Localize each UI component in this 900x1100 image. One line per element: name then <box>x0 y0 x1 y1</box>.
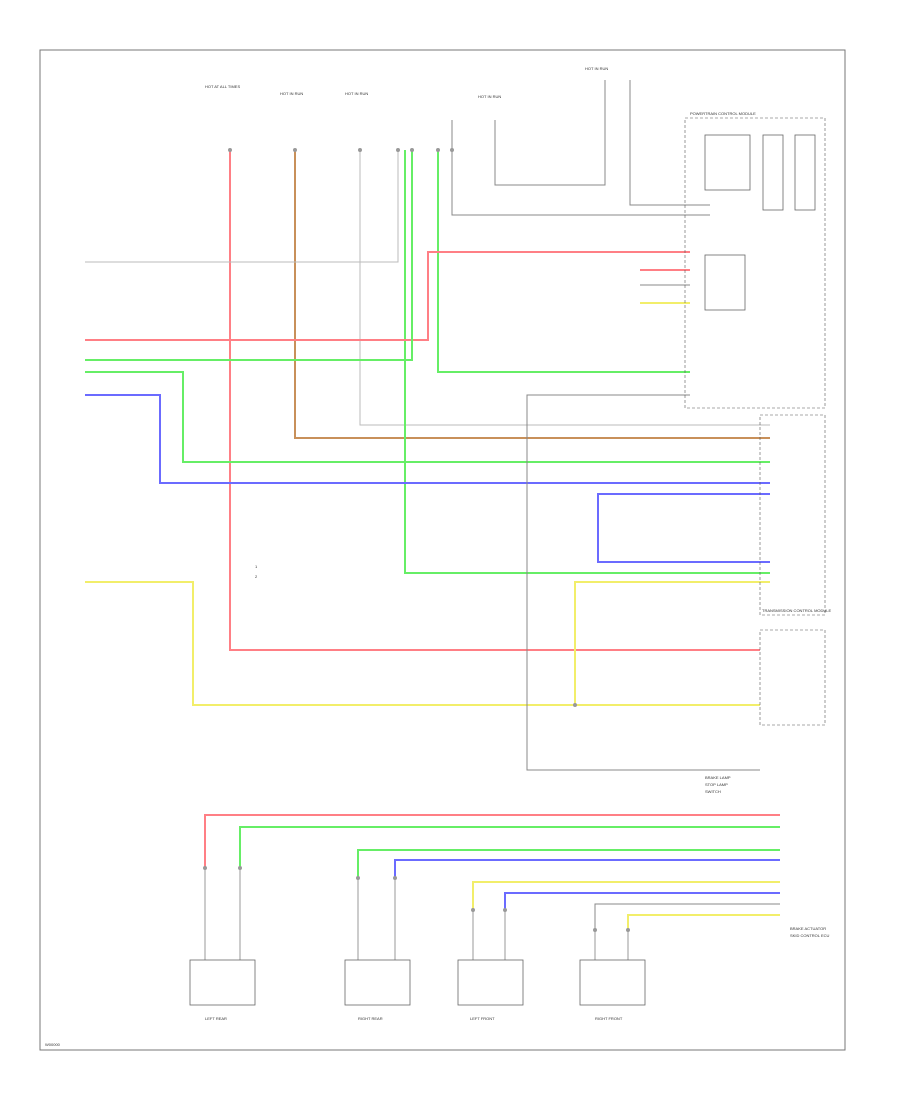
wire-yellow-left <box>85 581 760 706</box>
wire-green-left-a <box>85 150 413 361</box>
connector-dots <box>203 148 630 932</box>
wire-gray-lower <box>594 903 780 930</box>
wire-blue-left <box>85 394 770 484</box>
legend-line-1: 1 <box>255 564 258 569</box>
lower-connector-label-2: STOP LAMP <box>705 782 728 787</box>
feed-label-2: HOT IN RUN <box>280 91 303 96</box>
feed-label-1: HOT AT ALL TIMES <box>205 84 240 89</box>
feed-label-4: HOT IN RUN <box>478 94 501 99</box>
lower-connector-label-3: SWITCH <box>705 789 721 794</box>
legend-line-2: 2 <box>255 574 258 579</box>
sensor-left-rear <box>189 959 256 1006</box>
module-box-upper <box>684 117 826 409</box>
sensor-label-rr: RIGHT REAR <box>358 1016 383 1021</box>
wire-red-vertical <box>229 150 760 651</box>
wire-gray-top <box>494 80 606 186</box>
wire-gray-top2 <box>629 80 710 206</box>
wire-yellow-lower-a <box>472 881 780 910</box>
wire-white-left <box>85 150 399 263</box>
sensor-label-lr: LEFT REAR <box>205 1016 227 1021</box>
page-id: W00000 <box>45 1042 61 1047</box>
module-inner-3 <box>794 134 816 211</box>
sensor-right-rear <box>344 959 411 1006</box>
module-inner-4 <box>704 254 746 311</box>
side-label-brake-actuator: BRAKE ACTUATOR <box>790 926 826 931</box>
sensor-label-lf: LEFT FRONT <box>470 1016 495 1021</box>
wire-green-left-b <box>85 371 770 463</box>
sensor-right-front <box>579 959 646 1006</box>
wire-red-left <box>85 251 690 341</box>
wire-gray-vertical <box>451 120 710 216</box>
wire-red-lower <box>204 814 780 868</box>
wire-brown-vertical <box>294 150 770 439</box>
wire-yellow-right <box>574 581 770 705</box>
feed-label-5: HOT IN RUN <box>585 66 608 71</box>
wire-blue-lower-b <box>504 892 780 910</box>
wire-green-lower-a <box>239 826 780 868</box>
side-label-skid-ecu: SKID CONTROL ECU <box>790 933 830 938</box>
sensor-label-rf: RIGHT FRONT <box>595 1016 623 1021</box>
wire-blue-lower-a <box>394 859 780 878</box>
lower-connector-label-1: BRAKE LAMP <box>705 775 731 780</box>
feed-label-3: HOT IN RUN <box>345 91 368 96</box>
wire-white-vertical <box>359 150 770 426</box>
wire-green-vertical-b <box>437 150 690 373</box>
module-inner-2 <box>762 134 784 211</box>
diagram-frame <box>39 49 846 1051</box>
module-box-mid <box>759 414 826 616</box>
sensor-left-front <box>457 959 524 1006</box>
wire-green-lower-b <box>357 849 780 878</box>
wire-green-vertical-a <box>404 150 770 574</box>
wire-gray-right <box>526 394 760 771</box>
wire-blue-right <box>597 493 770 563</box>
wire-yellow-lower-b <box>627 914 780 930</box>
module-inner-1 <box>704 134 751 191</box>
top-feed-labels: HOT AT ALL TIMES HOT IN RUN HOT IN RUN H… <box>205 66 608 99</box>
module-box-tcm <box>759 629 826 726</box>
side-label-tcm: TRANSMISSION CONTROL MODULE <box>762 608 832 613</box>
side-label-pcm: POWERTRAIN CONTROL MODULE <box>690 111 756 116</box>
